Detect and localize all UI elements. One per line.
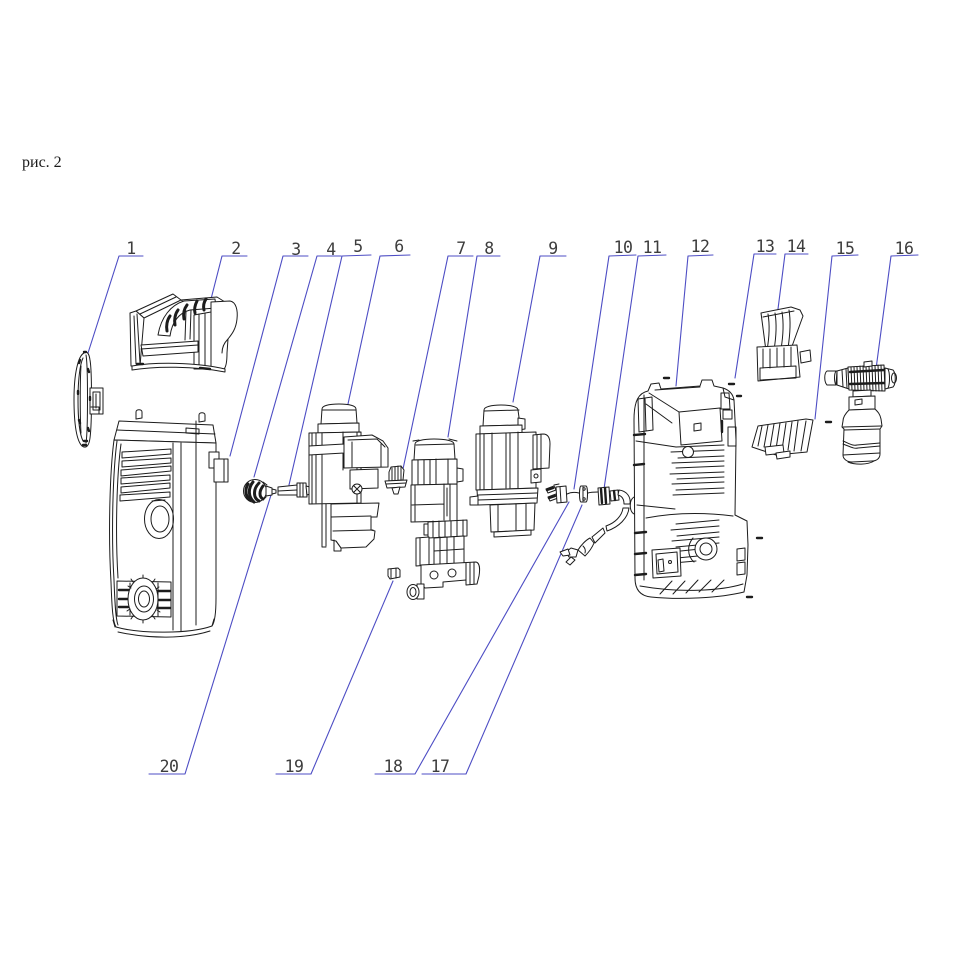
leader-line-18 (374, 501, 570, 775)
callout-labels: 1 2 3 4 5 6 7 8 9 10 11 12 13 14 15 16 1… (126, 237, 914, 776)
part-regulator-knob (243, 479, 277, 504)
part-foam-nozzle-bottle (824, 360, 897, 465)
callout-label-2: 2 (231, 239, 240, 258)
part-side-cover-panel (73, 350, 104, 448)
housing-vent-slats (119, 448, 172, 502)
leader-line-19 (275, 580, 394, 775)
leader-line-13 (734, 253, 777, 379)
leader-line-7 (402, 255, 474, 470)
callout-label-6: 6 (394, 237, 403, 256)
part-pump-unit (406, 438, 481, 600)
callout-label-17: 17 (431, 757, 450, 776)
callout-label-11: 11 (643, 238, 662, 257)
callout-label-7: 7 (456, 239, 465, 258)
leader-line-12 (675, 254, 714, 387)
leader-line-16 (875, 254, 919, 370)
callout-label-12: 12 (691, 237, 710, 256)
part-carry-handle (129, 293, 238, 373)
leader-line-8 (447, 255, 501, 438)
leader-line-2 (209, 255, 248, 304)
leader-line-9 (512, 255, 567, 403)
callout-label-8: 8 (484, 239, 493, 258)
leader-line-4 (253, 255, 342, 478)
part-power-cord (545, 483, 631, 566)
leader-line-10 (573, 254, 637, 490)
callout-label-20: 20 (160, 757, 179, 776)
callout-label-1: 1 (126, 239, 135, 258)
figure-caption: рис. 2 (22, 154, 62, 171)
part-valve-fitting (384, 465, 408, 495)
callout-label-3: 3 (291, 240, 300, 259)
part-motor-unit (469, 404, 551, 538)
part-cable-hook-upper (756, 306, 812, 382)
leader-lines (87, 253, 919, 775)
callout-label-10: 10 (614, 238, 633, 257)
chassis-upper-fins (669, 444, 725, 496)
leader-line-11 (603, 254, 667, 490)
callout-label-5: 5 (353, 237, 362, 256)
callout-label-14: 14 (787, 237, 806, 256)
leader-line-5 (288, 254, 372, 486)
leader-line-6 (347, 254, 411, 405)
callout-label-16: 16 (895, 239, 914, 258)
part-rear-chassis (629, 379, 749, 599)
leader-line-3 (229, 255, 309, 457)
part-cable-hook-lower (751, 418, 814, 460)
screw-specks (662, 376, 833, 599)
leader-line-20 (148, 494, 272, 775)
part-hex-nut (387, 567, 401, 580)
part-motor-assembly (308, 403, 389, 552)
leader-line-17 (421, 504, 583, 775)
part-axle-pin (277, 482, 311, 498)
leader-line-14 (777, 253, 809, 310)
callout-label-19: 19 (285, 757, 304, 776)
callout-label-15: 15 (836, 239, 855, 258)
callout-label-18: 18 (384, 757, 403, 776)
callout-label-13: 13 (756, 237, 775, 256)
callout-label-4: 4 (326, 240, 336, 259)
callout-label-9: 9 (548, 239, 557, 258)
leader-line-15 (814, 254, 859, 420)
housing-hose-port (116, 574, 172, 624)
leader-line-1 (87, 255, 144, 354)
part-front-housing (109, 409, 229, 638)
